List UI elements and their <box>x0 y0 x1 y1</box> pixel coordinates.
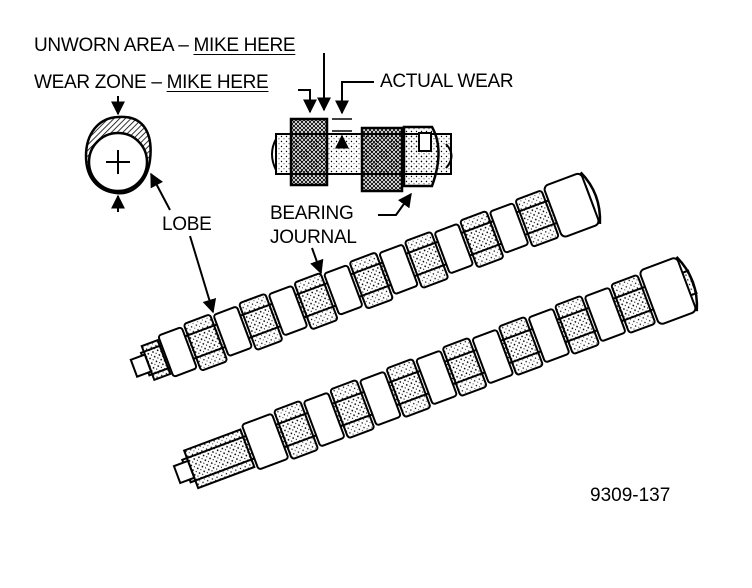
wear-mike-here-text: MIKE HERE <box>166 72 269 93</box>
plus-icon <box>106 150 130 174</box>
unworn-area-text: UNWORN AREA – <box>34 35 194 56</box>
lobe-cross-section <box>84 96 152 212</box>
unworn-mike-here-text: MIKE HERE <box>193 35 296 56</box>
figure-number: 9309-137 <box>590 485 671 506</box>
camshaft-lower <box>172 256 699 490</box>
wear-zone-text: WEAR ZONE – <box>34 72 167 93</box>
lobe-label: LOBE <box>162 214 212 235</box>
camshaft-upper <box>129 171 602 382</box>
camshaft-segment-detail <box>271 117 453 193</box>
unworn-area-label: UNWORN AREA – MIKE HERE <box>34 35 296 56</box>
actual-wear-label: ACTUAL WEAR <box>380 71 514 92</box>
journal-label: JOURNAL <box>270 227 357 248</box>
bearing-label: BEARING <box>270 203 354 224</box>
wear-zone-label: WEAR ZONE – MIKE HERE <box>34 72 269 93</box>
leader-lines <box>150 53 412 314</box>
